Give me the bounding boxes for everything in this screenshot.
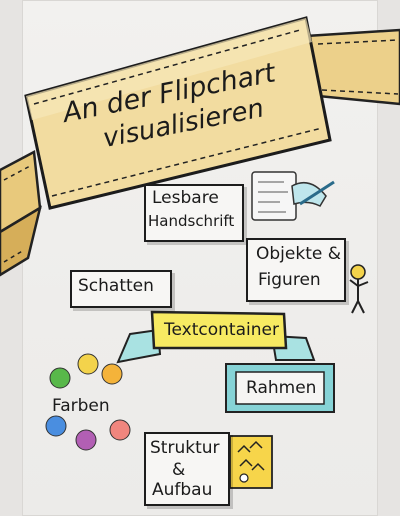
schatten-box: [70, 270, 172, 308]
color-dots: [45, 353, 131, 451]
textcontainer-label: Textcontainer: [164, 320, 279, 340]
handwriting-illustration: [251, 171, 335, 221]
textcontainer-ribbon: [116, 310, 316, 364]
struktur-line-1: Struktur: [150, 438, 220, 458]
objekte-line-1: Objekte &: [256, 244, 341, 264]
struktur-line-2: &: [172, 460, 186, 480]
rahmen-label: Rahmen: [246, 378, 317, 398]
lesbare-line-1: Lesbare: [152, 188, 219, 208]
lesbare-handschrift-box: [144, 184, 244, 242]
struktur-line-3: Aufbau: [152, 480, 213, 500]
farben-label: Farben: [52, 396, 110, 416]
lesbare-line-2: Handschrift: [148, 212, 235, 230]
structure-note-icon: [229, 435, 273, 489]
struktur-aufbau-box: [144, 432, 230, 506]
schatten-label: Schatten: [78, 276, 154, 296]
rahmen-frame: [225, 363, 335, 413]
objekte-figuren-box: [246, 238, 346, 302]
title-banner: [0, 16, 400, 277]
objekte-line-2: Figuren: [258, 270, 321, 290]
